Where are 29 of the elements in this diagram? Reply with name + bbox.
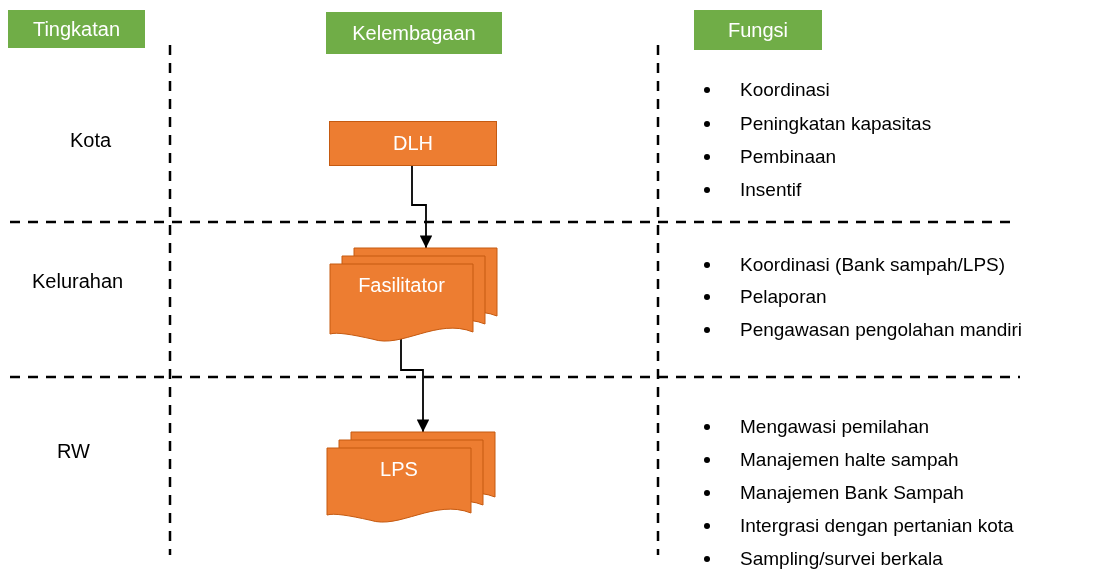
function-item: Pelaporan	[740, 286, 827, 308]
multi-document-shape	[330, 248, 497, 344]
function-item: Peningkatan kapasitas	[740, 113, 932, 135]
node-label: Fasilitator	[357, 274, 446, 297]
process-box	[329, 121, 497, 166]
node-label: LPS	[379, 458, 419, 481]
function-item: Manajemen Bank Sampah	[740, 482, 964, 504]
function-item: Mengawasi pemilahan	[740, 416, 930, 438]
function-item: Manajemen halte sampah	[740, 449, 959, 471]
node-label: DLH	[393, 132, 433, 155]
column-header	[8, 10, 145, 48]
column-header	[326, 12, 502, 54]
multi-document-shape	[327, 432, 495, 525]
level-label: Kelurahan	[32, 270, 124, 292]
connector-arrow	[411, 165, 433, 249]
node-label: Fungsi	[728, 18, 788, 42]
level-label: Kota	[70, 129, 112, 151]
node-label: Kelembagaan	[352, 21, 476, 45]
level-label: RW	[57, 440, 90, 462]
node-label: Tingkatan	[32, 17, 121, 41]
function-item: Pembinaan	[740, 146, 837, 168]
function-item: Sampling/survei berkala	[740, 548, 943, 570]
function-item: Koordinasi	[740, 79, 830, 101]
function-item: Koordinasi (Bank sampah/LPS)	[740, 254, 1006, 276]
function-item: Insentif	[740, 179, 802, 201]
function-item: Pengawasan pengolahan mandiri	[740, 319, 1023, 341]
function-item: Intergrasi dengan pertanian kota	[740, 515, 1014, 537]
column-header	[694, 10, 822, 50]
connector-arrow	[400, 337, 430, 433]
